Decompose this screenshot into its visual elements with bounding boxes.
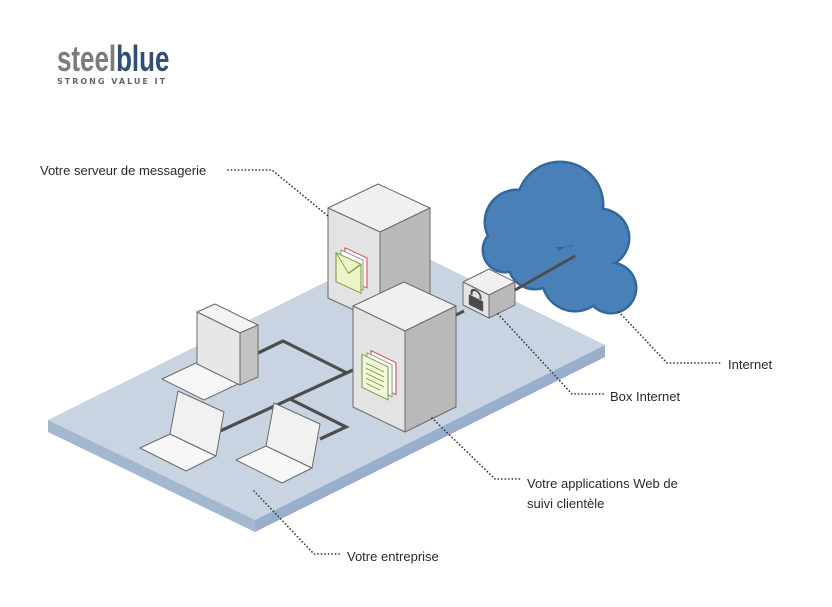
label-internet: Internet — [728, 357, 773, 372]
leader-web-apps — [431, 417, 521, 480]
laptop-icon — [139, 390, 225, 472]
cloud-fill — [484, 163, 635, 312]
logo: steelblue — [57, 39, 169, 79]
monitor-side — [239, 324, 259, 386]
cable-server-box — [455, 309, 465, 317]
server-icon — [352, 281, 457, 433]
label-box-internet: Box Internet — [610, 389, 681, 404]
laptop-2-screen — [265, 402, 321, 469]
mail-envelope-flap — [335, 252, 362, 275]
label-web-apps: Votre applications Web de suivi clientèl… — [527, 474, 678, 514]
doc-line — [366, 372, 384, 383]
leader-mail-server — [227, 169, 329, 217]
document-icon — [361, 349, 397, 401]
lock-body — [468, 293, 484, 313]
laptop-1-screen — [169, 390, 225, 457]
lock-shackle — [470, 288, 482, 301]
laptop-icon — [235, 402, 321, 484]
cable-main — [217, 368, 354, 434]
cable-laptop-2 — [289, 397, 350, 441]
leader-box-internet — [497, 313, 605, 395]
box-side — [488, 281, 516, 319]
leader-lines — [227, 169, 723, 555]
label-web-apps-line2: suivi clientèle — [527, 496, 605, 511]
leader-internet — [618, 311, 723, 364]
doc-text-lines — [366, 362, 384, 391]
web-server-side — [404, 305, 457, 433]
cloud-icon — [481, 160, 638, 315]
doc-line — [366, 377, 384, 388]
monitor-icon — [196, 303, 259, 386]
label-web-apps-line1: Votre applications Web de — [527, 476, 678, 491]
envelope-icon — [335, 247, 368, 294]
cable-desktop — [257, 339, 348, 375]
label-company: Votre entreprise — [347, 549, 439, 564]
logo-tagline: STRONG VALUE IT — [57, 77, 168, 86]
platform-side-left — [48, 420, 255, 532]
lock-icon — [468, 288, 484, 313]
doc-line — [366, 367, 384, 378]
doc-paper-front — [361, 353, 389, 401]
logo-blue: blue — [116, 38, 170, 79]
cloud-lobe — [509, 236, 561, 288]
logo-steel: steel — [57, 38, 117, 79]
doc-line — [366, 362, 384, 373]
router-icon — [462, 268, 516, 319]
leader-company — [253, 490, 341, 555]
network-cables — [217, 339, 354, 441]
platform-side-right — [255, 345, 605, 532]
label-mail-server: Votre serveur de messagerie — [40, 163, 207, 178]
cable-box-internet — [514, 254, 576, 292]
doc-line — [366, 382, 380, 391]
